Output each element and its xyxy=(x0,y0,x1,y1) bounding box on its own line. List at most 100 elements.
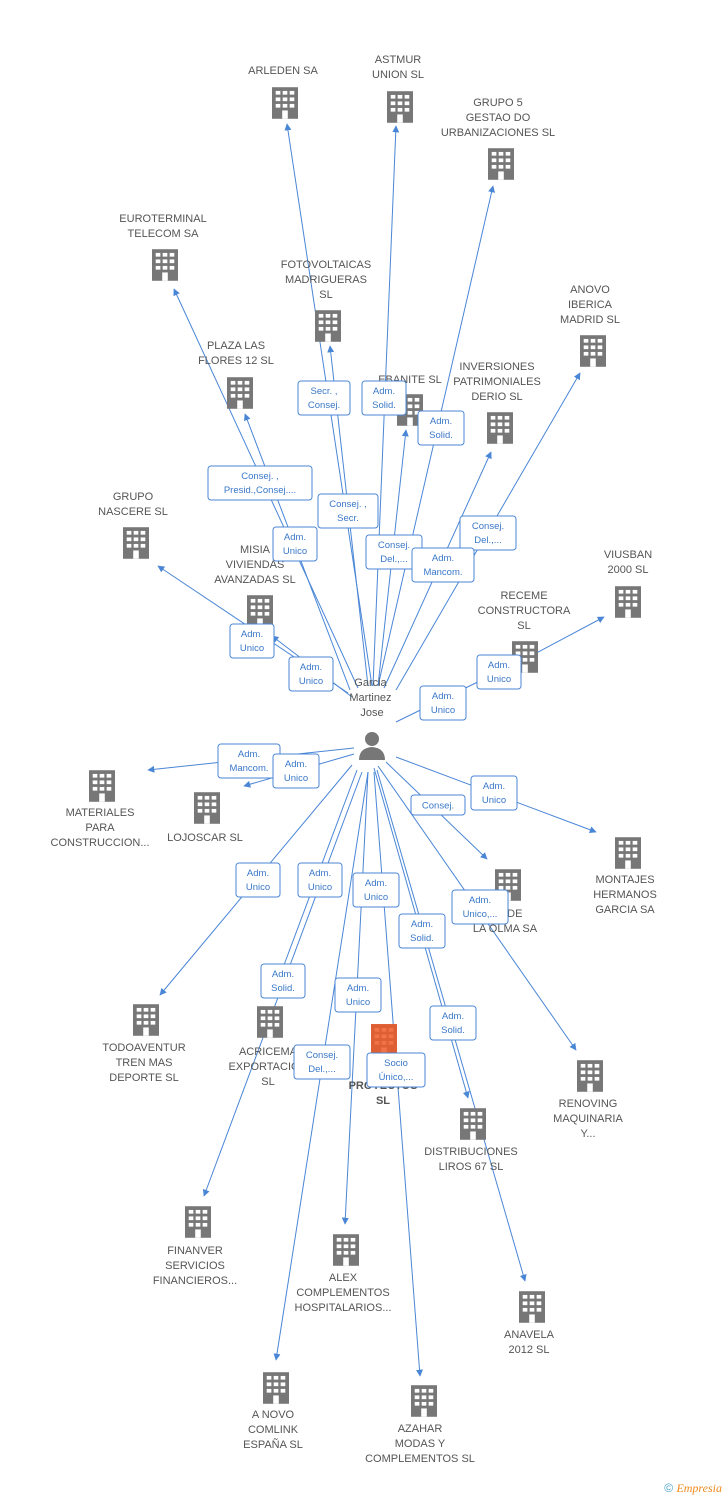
building-icon xyxy=(519,1291,545,1323)
role-label: Adm.Unico xyxy=(299,662,323,687)
building-icon xyxy=(257,1006,283,1038)
highlight-tint xyxy=(371,1024,397,1056)
building-icon xyxy=(263,1372,289,1404)
footer-brand: © Empresia xyxy=(664,1481,722,1496)
role-label: Adm.Unico xyxy=(364,878,388,903)
copyright-symbol: © xyxy=(664,1481,674,1495)
building-icon xyxy=(227,377,253,409)
building-icon xyxy=(615,837,641,869)
role-badge[interactable]: Adm.Solid. xyxy=(429,1005,477,1041)
role-badge[interactable]: Consej.Del.,... xyxy=(293,1044,351,1080)
role-badge[interactable]: Consej.Del.,... xyxy=(459,515,517,551)
building-icon xyxy=(123,527,149,559)
role-label: Adm.Unico xyxy=(346,983,370,1008)
building-icon xyxy=(185,1206,211,1238)
building-icon xyxy=(333,1234,359,1266)
role-label: Adm.Solid. xyxy=(271,969,295,994)
role-badge[interactable]: Adm.Unico xyxy=(297,862,343,898)
role-label: Consej. xyxy=(422,801,454,812)
role-badge[interactable]: Adm.Solid. xyxy=(361,380,407,416)
role-badge[interactable]: Adm.Unico xyxy=(288,656,334,692)
building-icon xyxy=(487,412,513,444)
role-badge[interactable]: Adm.Solid. xyxy=(398,913,446,949)
role-badge[interactable]: Adm.Solid. xyxy=(417,410,465,446)
role-badge[interactable]: Adm.Mancom. xyxy=(217,743,281,779)
role-badge[interactable]: Adm.Unico xyxy=(229,623,275,659)
building-icon xyxy=(89,770,115,802)
role-badge[interactable]: Adm.Unico xyxy=(470,775,518,811)
role-label: Adm.Unico xyxy=(487,660,511,685)
role-label: Adm.Unico xyxy=(240,629,264,654)
role-label: Adm.Unico xyxy=(308,868,332,893)
role-badge[interactable]: Consej. ,Presid.,Consej.... xyxy=(207,465,313,501)
building-icon xyxy=(194,792,220,824)
role-badge[interactable]: Consej. ,Secr. xyxy=(317,493,379,529)
person-label: Garcia Martinez Jose xyxy=(349,677,394,719)
building-icon xyxy=(152,249,178,281)
company-node-lojoscar[interactable]: LOJOSCAR SL xyxy=(167,792,243,844)
company-node-arleden[interactable]: ARLEDEN SA xyxy=(248,65,319,119)
building-icon xyxy=(247,595,273,627)
roles-layer: Secr. ,Consej. Adm.Solid. Adm.Solid. Consej… xyxy=(207,380,522,1088)
role-label: Adm.Unico xyxy=(284,759,308,784)
role-badge[interactable]: Adm.Unico xyxy=(352,872,400,908)
building-icon xyxy=(411,1385,437,1417)
role-badge[interactable]: Adm.Unico xyxy=(334,977,382,1013)
role-label: Consej.Del.,... xyxy=(472,521,504,546)
building-icon xyxy=(577,1060,603,1092)
building-icon xyxy=(580,335,606,367)
building-icon xyxy=(272,87,298,119)
role-badge[interactable]: Adm.Unico xyxy=(272,753,320,789)
building-icon xyxy=(315,310,341,342)
role-badge[interactable]: Consej. xyxy=(410,794,466,816)
role-badge[interactable]: Secr. ,Consej. xyxy=(297,380,351,416)
role-label: Adm.Unico xyxy=(482,781,506,806)
role-badge[interactable]: Adm.Unico xyxy=(272,526,318,562)
person-icon xyxy=(359,732,385,760)
role-label: Consej.Del.,... xyxy=(306,1050,338,1075)
role-badge[interactable]: Adm.Unico xyxy=(419,685,467,721)
role-badge[interactable]: Adm.Solid. xyxy=(260,963,306,999)
role-label: Adm.Unico xyxy=(283,532,307,557)
role-badge[interactable]: Adm.Unico xyxy=(235,862,281,898)
role-badge[interactable]: Adm.Unico xyxy=(476,654,522,690)
building-icon xyxy=(488,148,514,180)
role-badge[interactable]: Adm.Unico,... xyxy=(451,889,509,925)
person-node[interactable]: Garcia Martinez Jose xyxy=(349,677,394,760)
role-badge[interactable]: Adm.Mancom. xyxy=(411,547,475,583)
company-label: LOJOSCAR SL xyxy=(167,832,243,844)
